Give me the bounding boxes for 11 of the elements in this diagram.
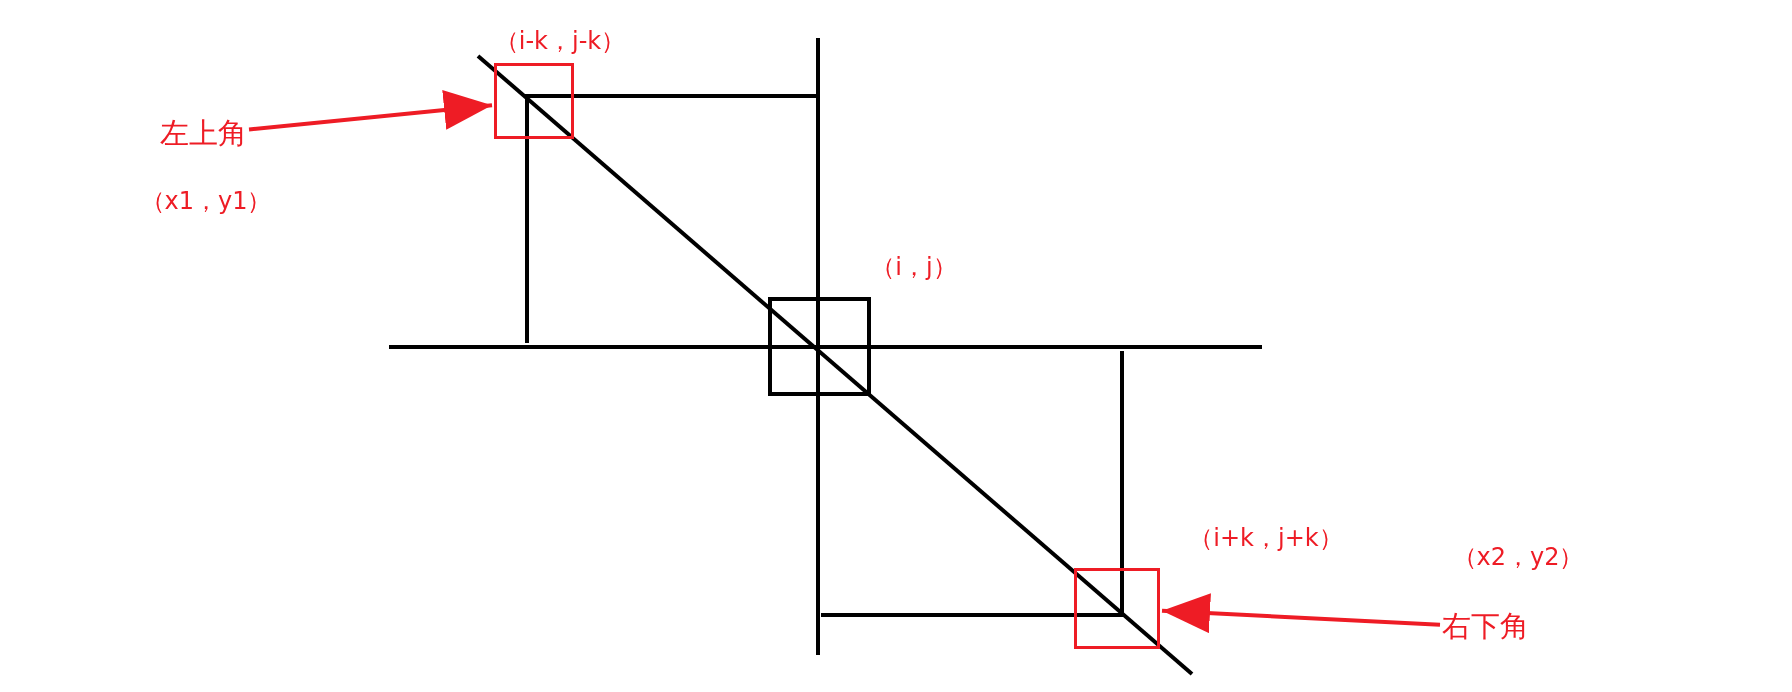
highlight-square — [494, 63, 574, 139]
arrow — [1161, 593, 1441, 634]
corner-label: 左上角 — [160, 113, 247, 155]
coordinate-label: （x2，y2） — [1452, 542, 1584, 573]
coordinate-label: （x1，y1） — [140, 186, 272, 217]
coordinate-label: （i+k，j+k） — [1189, 523, 1343, 554]
highlight-square — [1074, 568, 1160, 649]
arrow — [248, 90, 493, 132]
coordinate-label: （i，j） — [871, 252, 957, 283]
coordinate-label: （i-k，j-k） — [494, 26, 626, 57]
corner-label: 右下角 — [1442, 606, 1529, 648]
